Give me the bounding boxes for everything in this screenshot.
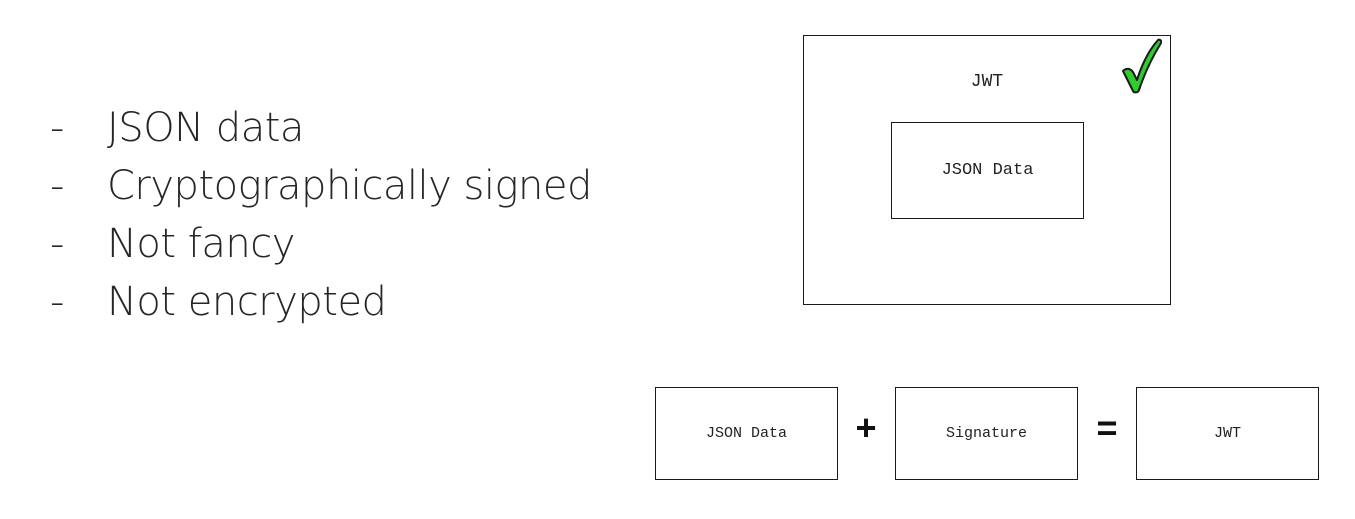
bullet-item-cryptographically-signed: - Cryptographically signed [50, 163, 592, 221]
json-data-inner-label: JSON Data [941, 161, 1034, 180]
equals-operator: = [1096, 407, 1118, 448]
bullet-text: JSON data [107, 105, 304, 151]
bullet-dash: - [50, 163, 65, 209]
bullet-item-not-encrypted: - Not encrypted [50, 279, 592, 337]
bullet-item-not-fancy: - Not fancy [50, 221, 592, 279]
plus-operator: + [855, 407, 877, 448]
bullet-text: Not encrypted [107, 279, 387, 325]
jwt-result-label: JWT [1213, 425, 1241, 442]
bullet-dash: - [50, 221, 65, 267]
bullet-text: Not fancy [107, 221, 295, 267]
signature-box: Signature [895, 387, 1078, 480]
bullet-dash: - [50, 105, 65, 151]
signature-label: Signature [945, 425, 1027, 442]
json-data-box: JSON Data [655, 387, 838, 480]
json-data-label: JSON Data [705, 425, 787, 442]
jwt-result-box: JWT [1136, 387, 1319, 480]
bullet-item-json-data: - JSON data [50, 105, 592, 163]
checkmark-icon [1122, 38, 1162, 94]
jwt-container-box: JWT JSON Data [803, 35, 1171, 305]
bullet-dash: - [50, 279, 65, 325]
bullet-text: Cryptographically signed [107, 163, 592, 209]
bullet-list: - JSON data - Cryptographically signed -… [50, 105, 592, 337]
jwt-container-label: JWT [970, 72, 1004, 92]
json-data-inner-box: JSON Data [891, 122, 1084, 219]
